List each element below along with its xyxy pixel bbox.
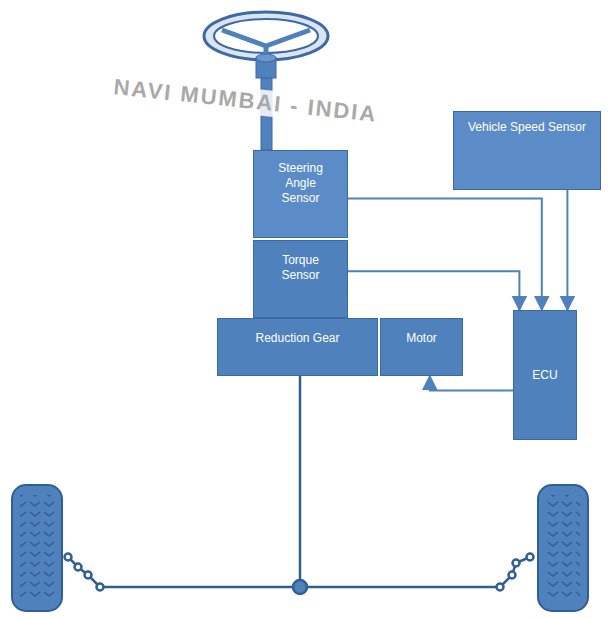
component-label: ECU — [532, 368, 557, 383]
component-label: Torque Sensor — [264, 253, 337, 283]
component-label: Vehicle Speed Sensor — [468, 120, 586, 135]
front-wheel — [538, 485, 588, 611]
component-box: Vehicle Speed Sensor — [453, 111, 601, 190]
component-box: Torque Sensor — [253, 240, 348, 318]
signal-arrow — [430, 376, 513, 391]
steering-wheel — [204, 12, 328, 150]
component-label: Steering Angle Sensor — [268, 161, 333, 206]
component-box: Reduction Gear — [217, 318, 378, 376]
signal-arrow — [348, 198, 542, 310]
steering-rack — [65, 376, 534, 594]
front-wheel — [12, 485, 62, 611]
component-label: Reduction Gear — [255, 331, 339, 346]
signal-arrow — [348, 271, 519, 310]
signal-arrow — [566, 190, 568, 310]
component-box: Motor — [380, 318, 463, 376]
component-box: Steering Angle Sensor — [253, 150, 348, 238]
watermark-text: NAVI MUMBAI - INDIA — [109, 74, 381, 128]
component-label: Motor — [406, 331, 437, 346]
component-box: ECU — [513, 310, 577, 440]
